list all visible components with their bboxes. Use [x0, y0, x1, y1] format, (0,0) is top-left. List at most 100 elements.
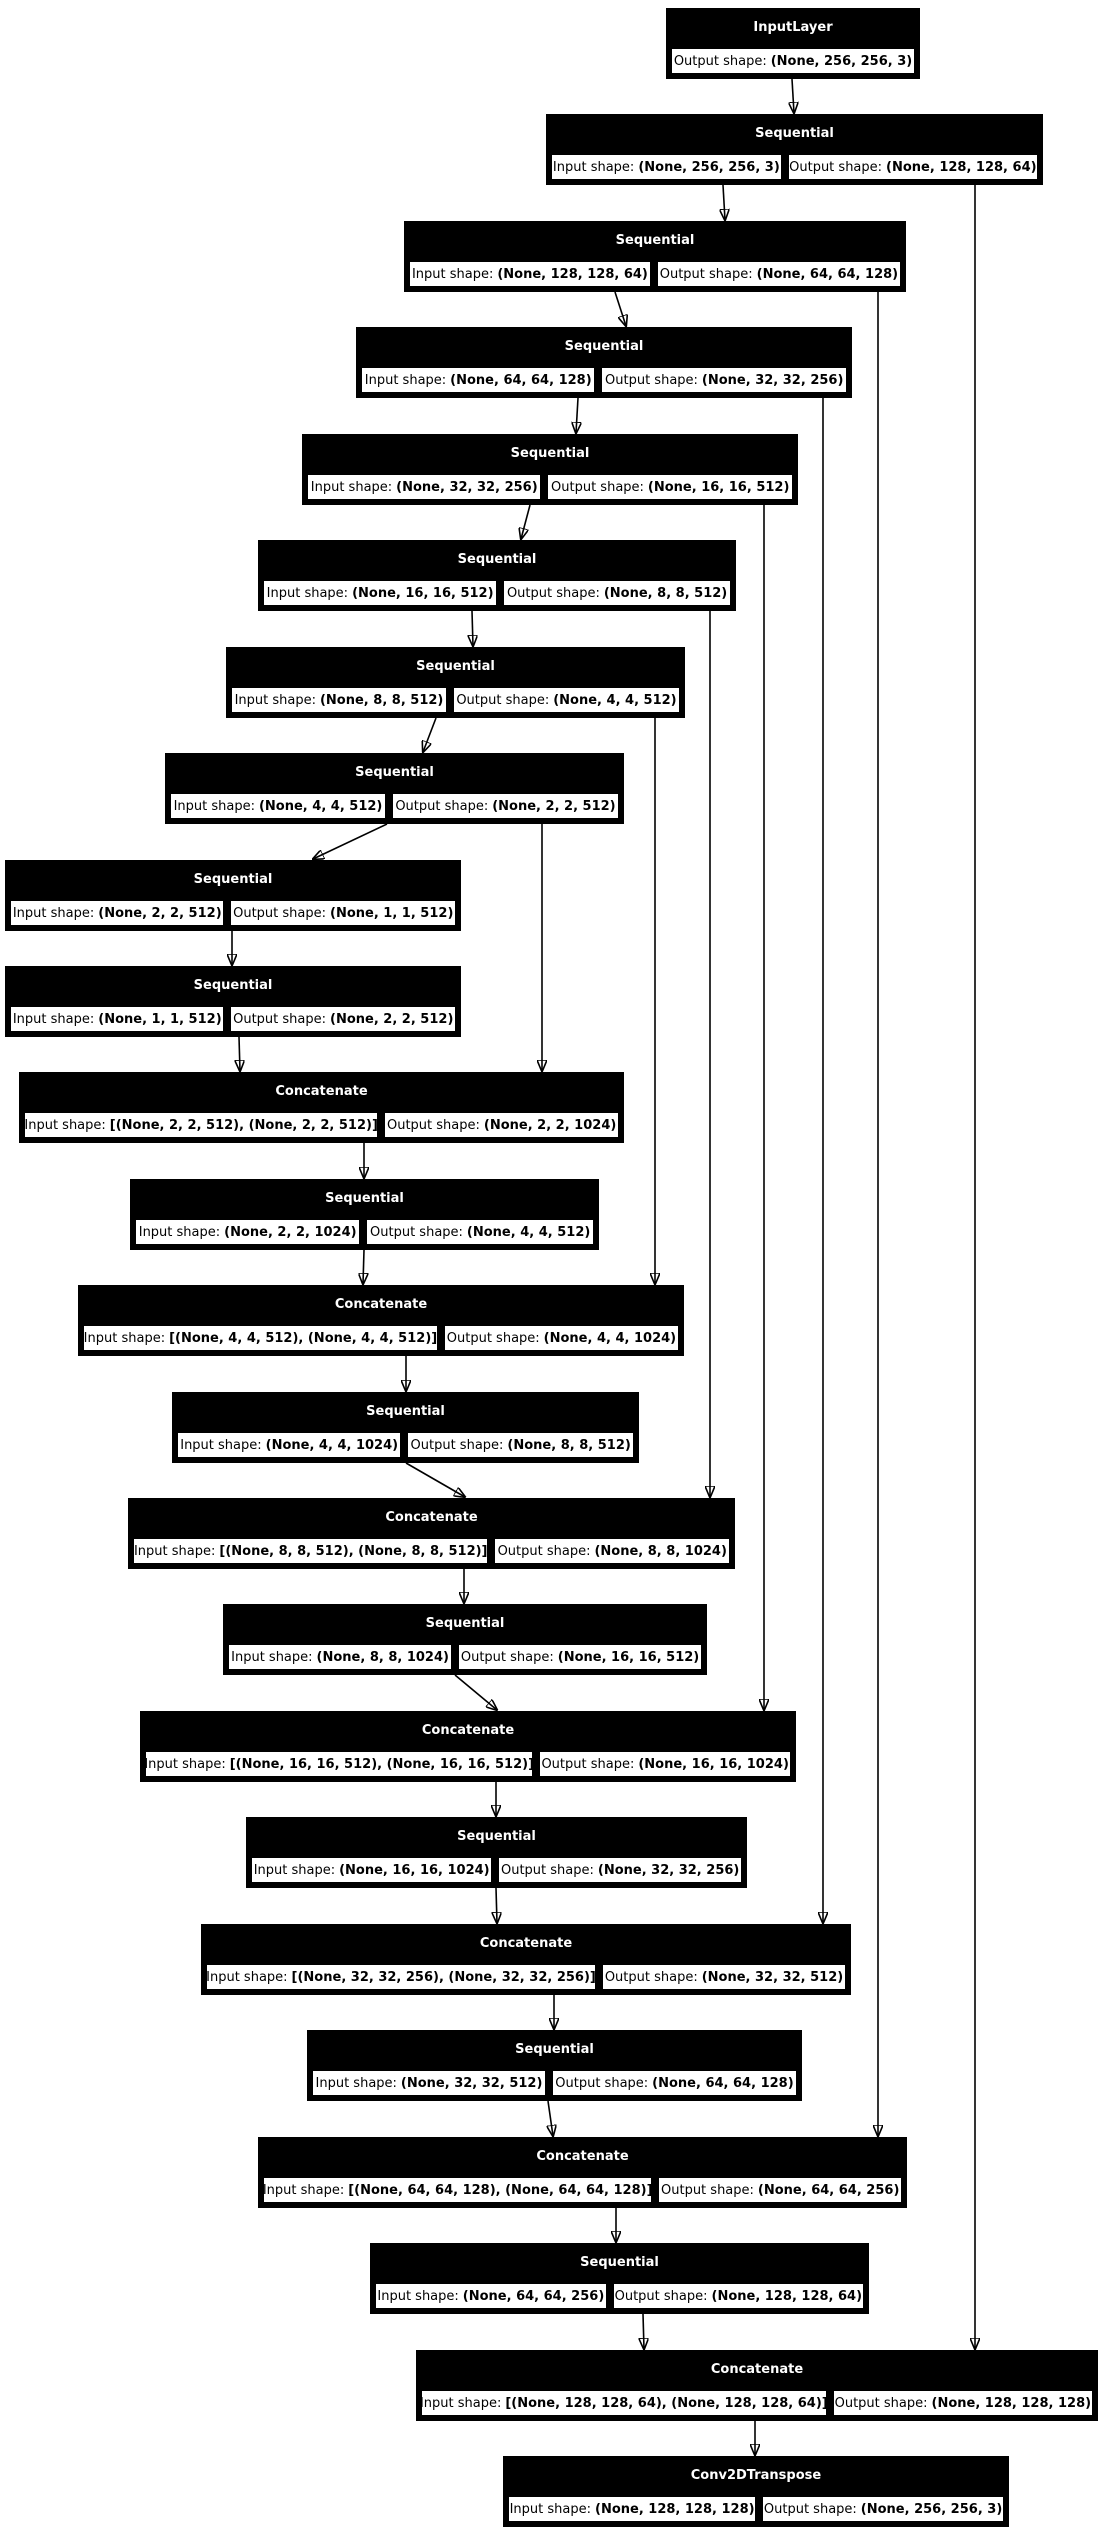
- output-shape-value: (None, 2, 2, 1024): [483, 1117, 617, 1133]
- input-shape-cell: Input shape:(None, 64, 64, 256): [374, 2282, 608, 2310]
- output-shape-value: (None, 32, 32, 512): [701, 1969, 844, 1985]
- edge-chain-1-2: [792, 78, 794, 113]
- node-11-concatenate: Concatenate Input shape:[(None, 2, 2, 51…: [19, 1072, 624, 1143]
- output-shape-label: Output shape:: [555, 2075, 649, 2091]
- input-shape-value: [(None, 64, 64, 128), (None, 64, 64, 128…: [348, 2182, 653, 2198]
- output-shape-label: Output shape:: [386, 1117, 480, 1133]
- output-shape-label: Output shape:: [604, 1969, 698, 1985]
- input-shape-label: Input shape:: [266, 585, 349, 601]
- node-15-concatenate: Concatenate Input shape:[(None, 8, 8, 51…: [128, 1498, 735, 1569]
- output-shape-value: (None, 32, 32, 256): [597, 1862, 740, 1878]
- node-23-concatenate: Concatenate Input shape:[(None, 128, 128…: [416, 2350, 1098, 2421]
- input-shape-cell: Input shape:(None, 16, 16, 512): [262, 579, 499, 607]
- input-shape-value: (None, 32, 32, 512): [400, 2075, 543, 2091]
- output-shape-cell: Output shape:(None, 256, 256, 3): [670, 47, 916, 75]
- input-shape-label: Input shape:: [377, 2288, 459, 2304]
- output-shape-cell: Output shape:(None, 2, 2, 512): [390, 792, 620, 820]
- edge-chain-7-8: [423, 717, 437, 752]
- input-shape-label: Input shape:: [206, 1969, 288, 1985]
- edge-chain-8-9: [313, 823, 388, 859]
- layer-type-title: Sequential: [580, 2255, 659, 2270]
- edge-chain-3-4: [614, 291, 626, 326]
- output-shape-label: Output shape:: [763, 2501, 857, 2517]
- output-shape-value: (None, 16, 16, 1024): [638, 1756, 789, 1772]
- edge-chain-14-15: [405, 1462, 465, 1497]
- output-shape-label: Output shape:: [456, 692, 550, 708]
- edge-chain-10-11: [239, 1036, 240, 1071]
- output-shape-value: (None, 256, 256, 3): [770, 53, 913, 69]
- input-shape-label: Input shape:: [12, 905, 95, 921]
- output-shape-value: (None, 4, 4, 512): [553, 692, 677, 708]
- output-shape-cell: Output shape:(None, 128, 128, 128): [831, 2389, 1094, 2417]
- layer-type-title: Sequential: [325, 1191, 404, 1206]
- layer-type-title: Sequential: [457, 552, 537, 567]
- input-shape-cell: Input shape:(None, 4, 4, 512): [169, 792, 387, 820]
- input-shape-label: Input shape:: [420, 2395, 502, 2411]
- layer-type-title: Conv2DTranspose: [690, 2468, 822, 2483]
- node-12-sequential: Sequential Input shape:(None, 2, 2, 1024…: [130, 1179, 599, 1250]
- output-shape-cell: Output shape:(None, 128, 128, 64): [786, 153, 1039, 181]
- output-shape-value: (None, 64, 64, 128): [756, 266, 899, 282]
- input-shape-cell: Input shape:[(None, 4, 4, 512), (None, 4…: [82, 1324, 439, 1352]
- input-shape-value: (None, 8, 8, 512): [319, 692, 444, 708]
- output-shape-value: (None, 128, 128, 128): [931, 2395, 1092, 2411]
- output-shape-label: Output shape:: [506, 585, 600, 601]
- layer-type-title: Sequential: [755, 126, 834, 141]
- input-shape-cell: Input shape:(None, 128, 128, 128): [507, 2495, 758, 2523]
- input-shape-value: (None, 16, 16, 1024): [339, 1862, 490, 1878]
- input-shape-label: Input shape:: [262, 2182, 345, 2198]
- output-shape-value: (None, 2, 2, 512): [330, 1011, 454, 1027]
- layer-type-title: Concatenate: [334, 1297, 428, 1312]
- output-shape-cell: Output shape:(None, 32, 32, 256): [600, 366, 848, 394]
- node-17-concatenate: Concatenate Input shape:[(None, 16, 16, …: [140, 1711, 796, 1782]
- layer-type-title: Sequential: [615, 233, 695, 248]
- output-shape-label: Output shape:: [789, 159, 883, 175]
- output-shape-cell: Output shape:(None, 64, 64, 128): [550, 2069, 798, 2097]
- node-22-sequential: Sequential Input shape:(None, 64, 64, 25…: [370, 2243, 869, 2314]
- edge-chain-4-5: [576, 397, 578, 433]
- input-shape-cell: Input shape:[(None, 64, 64, 128), (None,…: [262, 2176, 654, 2204]
- node-14-sequential: Sequential Input shape:(None, 4, 4, 1024…: [172, 1392, 639, 1463]
- output-shape-cell: Output shape:(None, 256, 256, 3): [761, 2495, 1005, 2523]
- layer-type-title: Sequential: [425, 1616, 505, 1631]
- input-shape-cell: Input shape:(None, 128, 128, 64): [408, 260, 652, 288]
- input-shape-label: Input shape:: [133, 1543, 216, 1559]
- output-shape-value: (None, 1, 1, 512): [330, 905, 454, 921]
- layer-type-title: Sequential: [510, 446, 590, 461]
- input-shape-cell: Input shape:(None, 64, 64, 128): [360, 366, 597, 394]
- input-shape-label: Input shape:: [509, 2501, 591, 2517]
- output-shape-label: Output shape:: [500, 1862, 594, 1878]
- output-shape-cell: Output shape:(None, 64, 64, 128): [655, 260, 902, 288]
- output-shape-label: Output shape:: [551, 479, 644, 495]
- input-shape-cell: Input shape:(None, 1, 1, 512): [9, 1005, 226, 1033]
- edge-chain-5-6: [521, 504, 531, 539]
- input-shape-value: [(None, 128, 128, 64), (None, 128, 128, …: [505, 2395, 828, 2411]
- output-shape-value: (None, 4, 4, 512): [466, 1224, 591, 1240]
- output-shape-cell: Output shape:(None, 32, 32, 256): [497, 1856, 743, 1884]
- output-shape-cell: Output shape:(None, 16, 16, 512): [457, 1643, 703, 1671]
- output-shape-label: Output shape:: [673, 53, 767, 69]
- output-shape-label: Output shape:: [410, 1437, 504, 1453]
- output-shape-value: (None, 256, 256, 3): [860, 2501, 1003, 2517]
- input-shape-label: Input shape:: [180, 1437, 262, 1453]
- input-shape-value: [(None, 4, 4, 512), (None, 4, 4, 512)]: [169, 1330, 438, 1346]
- output-shape-label: Output shape:: [233, 905, 326, 921]
- layer-type-title: Concatenate: [385, 1510, 478, 1525]
- edge-chain-12-13: [363, 1249, 364, 1284]
- output-shape-value: (None, 64, 64, 256): [757, 2182, 900, 2198]
- input-shape-cell: Input shape:(None, 32, 32, 512): [311, 2069, 547, 2097]
- output-shape-label: Output shape:: [233, 1011, 326, 1027]
- output-shape-cell: Output shape:(None, 8, 8, 512): [502, 579, 732, 607]
- input-shape-value: (None, 2, 2, 1024): [224, 1224, 357, 1240]
- layer-type-title: Concatenate: [275, 1084, 368, 1099]
- edge-chain-16-17: [454, 1674, 497, 1710]
- node-13-concatenate: Concatenate Input shape:[(None, 4, 4, 51…: [78, 1285, 684, 1356]
- layer-type-title: Concatenate: [536, 2149, 629, 2164]
- input-shape-cell: Input shape:(None, 2, 2, 512): [9, 899, 226, 927]
- input-shape-label: Input shape:: [83, 1330, 166, 1346]
- input-shape-cell: Input shape:(None, 8, 8, 1024): [227, 1643, 454, 1671]
- edge-chain-20-21: [548, 2100, 553, 2136]
- input-shape-value: (None, 1, 1, 512): [98, 1011, 222, 1027]
- input-shape-label: Input shape:: [12, 1011, 95, 1027]
